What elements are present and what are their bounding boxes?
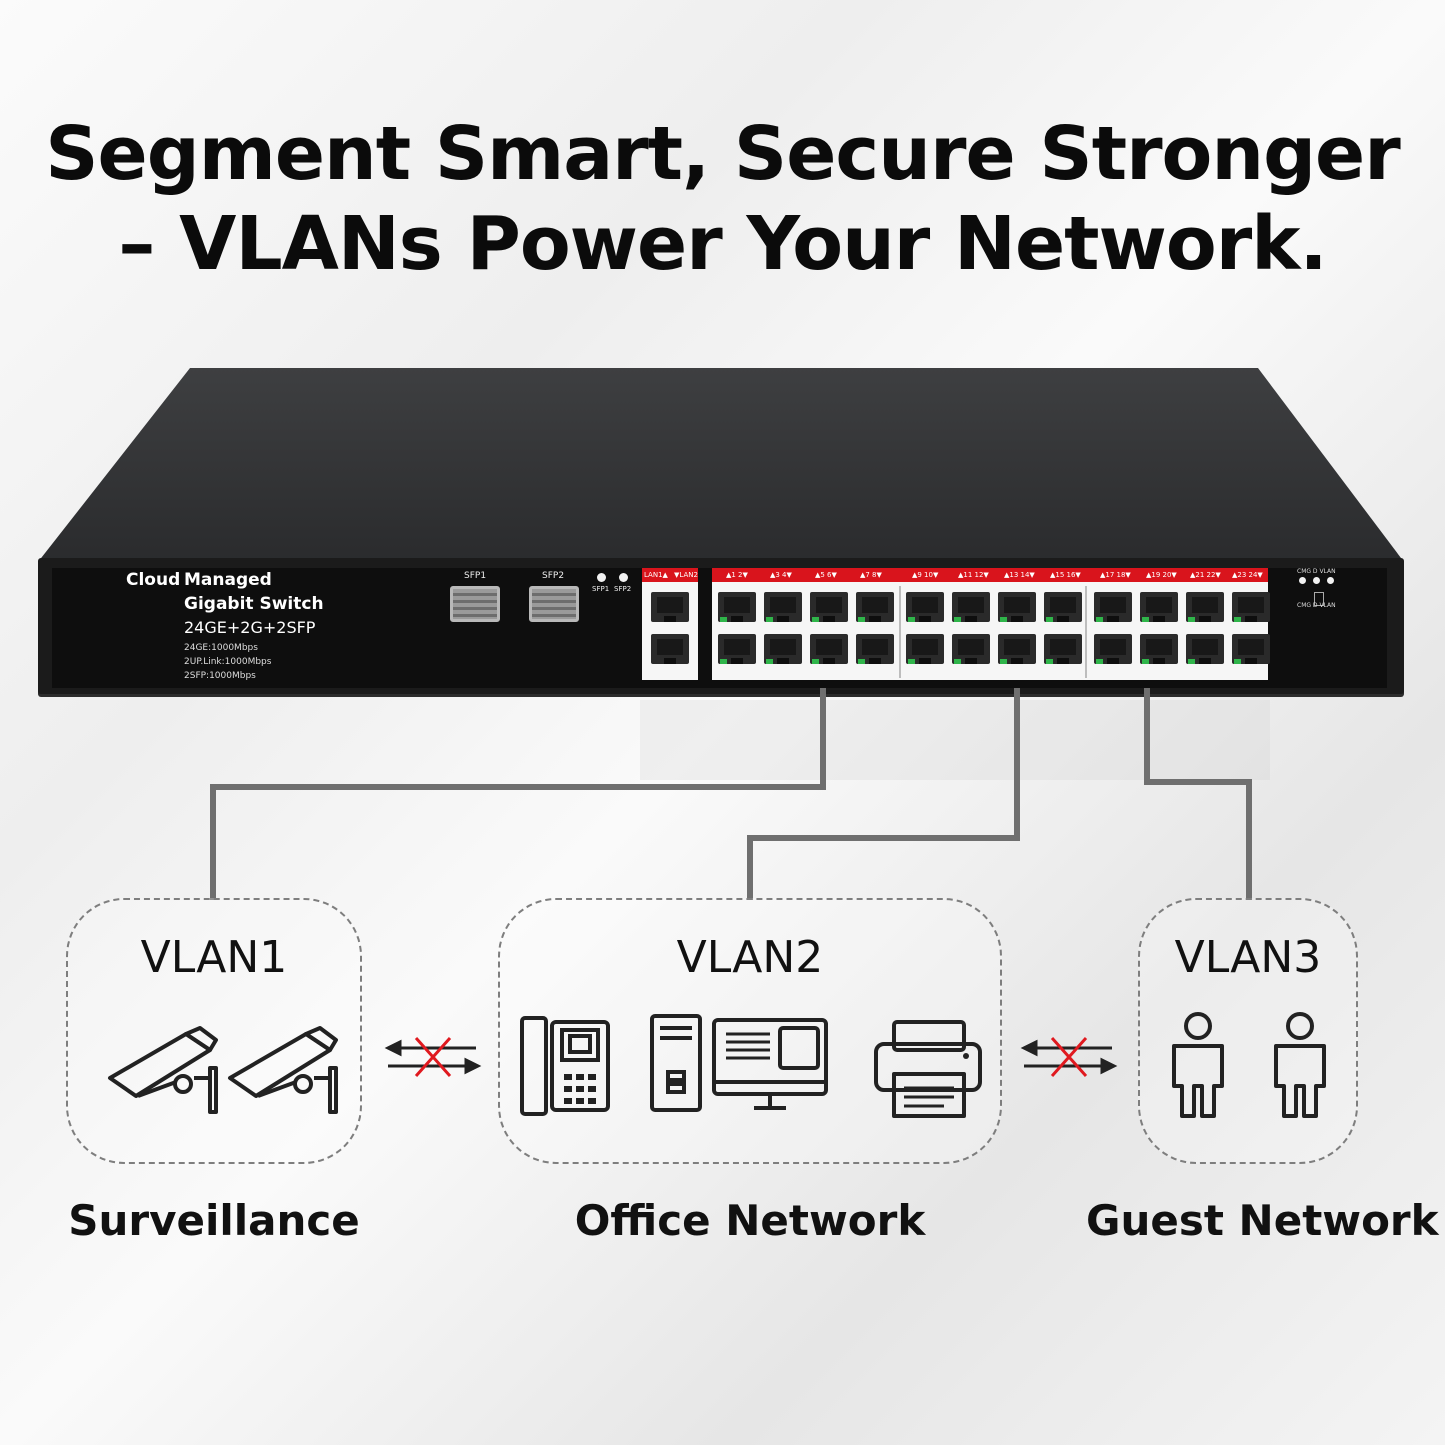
- port-link-led: [858, 617, 865, 622]
- lan2-label: ▼LAN2: [674, 571, 698, 579]
- spec-line-3: 2SFP:1000Mbps: [184, 671, 256, 681]
- blocked-traffic-icon: [1020, 1036, 1118, 1078]
- port-link-led: [1096, 659, 1103, 664]
- status-led-labels-top: CMG D VLAN: [1297, 568, 1336, 575]
- headline-line-1: Segment Smart, Secure Stronger: [45, 111, 1400, 197]
- sfp2-label: SFP2: [542, 571, 565, 581]
- ethernet-port-8[interactable]: [856, 634, 894, 664]
- vlan3-group: [1138, 898, 1358, 1164]
- switch-faceplate: Cloud Managed Gigabit Switch 24GE+2G+2SF…: [52, 568, 1387, 688]
- security-camera-icon: [108, 1026, 218, 1114]
- spec-line-1: 24GE:1000Mbps: [184, 643, 258, 653]
- sfp2-led: [619, 573, 628, 582]
- vlan-led: [1327, 577, 1334, 584]
- ethernet-port-4[interactable]: [764, 634, 802, 664]
- brand-gigabit-switch: Gigabit Switch: [184, 594, 324, 614]
- port-link-led: [812, 659, 819, 664]
- printer-icon: [874, 1020, 982, 1118]
- port-group-label: ▲21 22▼: [1190, 571, 1221, 579]
- blocked-traffic-icon: [384, 1036, 482, 1078]
- switch-front-panel: Cloud Managed Gigabit Switch 24GE+2G+2SF…: [38, 558, 1404, 694]
- vlan2-caption: Office Network: [574, 1196, 926, 1245]
- port-group-label: ▲5 6▼: [815, 571, 837, 579]
- port-link-led: [720, 617, 727, 622]
- port-link-led: [1046, 659, 1053, 664]
- port-group-label: ▲3 4▼: [770, 571, 792, 579]
- ethernet-port-24[interactable]: [1232, 634, 1270, 664]
- port-group-divider: [1085, 586, 1087, 678]
- port-group-label: ▲15 16▼: [1050, 571, 1081, 579]
- vlan1-label: VLAN1: [140, 932, 288, 983]
- port-group-divider: [899, 586, 901, 678]
- port-group-label: ▲1 2▼: [726, 571, 748, 579]
- port-link-led: [1234, 659, 1241, 664]
- sfp1-label: SFP1: [464, 571, 487, 581]
- ethernet-port-20[interactable]: [1140, 634, 1178, 664]
- sfp2-led-label: SFP2: [614, 585, 632, 593]
- port-link-led: [766, 617, 773, 622]
- port-group-label: ▲11 12▼: [958, 571, 989, 579]
- person-icon: [1172, 1012, 1224, 1118]
- headline-line-2: – VLANs Power Your Network.: [118, 201, 1327, 287]
- port-link-led: [1000, 659, 1007, 664]
- spec-line-2: 2UP.Link:1000Mbps: [184, 657, 272, 667]
- lan1-label: LAN1▲: [644, 571, 668, 579]
- port-group-label: ▲19 20▼: [1146, 571, 1177, 579]
- brand-cloud: Cloud: [126, 570, 181, 590]
- port-group-label: ▲9 10▼: [912, 571, 939, 579]
- desk-phone-icon: [520, 1016, 610, 1116]
- model-number: 24GE+2G+2SFP: [184, 618, 316, 637]
- port-link-led: [1096, 617, 1103, 622]
- sfp1-port[interactable]: [450, 586, 500, 622]
- sfp2-port[interactable]: [529, 586, 579, 622]
- port-link-led: [858, 659, 865, 664]
- port-link-led: [720, 659, 727, 664]
- vlan2-label: VLAN2: [676, 932, 824, 983]
- ethernet-port-16[interactable]: [1044, 634, 1082, 664]
- port-link-led: [1188, 659, 1195, 664]
- port-link-led: [812, 617, 819, 622]
- sfp1-led: [597, 573, 606, 582]
- ethernet-port-3[interactable]: [764, 592, 802, 622]
- mode-dip-switch[interactable]: [1314, 592, 1324, 606]
- sfp1-led-label: SFP1: [592, 585, 610, 593]
- port-group-label: ▲7 8▼: [860, 571, 882, 579]
- vlan3-caption: Guest Network: [1086, 1196, 1439, 1245]
- brand-managed: Managed: [184, 570, 272, 590]
- vlan1-caption: Surveillance: [68, 1196, 360, 1245]
- port-link-led: [1234, 617, 1241, 622]
- port-link-led: [766, 659, 773, 664]
- ethernet-port-22[interactable]: [1186, 634, 1224, 664]
- ethernet-port-9[interactable]: [906, 592, 944, 622]
- vlan3-label: VLAN3: [1174, 932, 1322, 983]
- port-link-led: [908, 659, 915, 664]
- d-led: [1313, 577, 1320, 584]
- uplink-port-lan2[interactable]: [651, 634, 689, 664]
- uplink-label-strip: LAN1▲ ▼LAN2: [642, 568, 698, 582]
- security-camera-icon: [228, 1026, 338, 1114]
- port-group-label: ▲13 14▼: [1004, 571, 1035, 579]
- port-link-led: [908, 617, 915, 622]
- desktop-computer-icon: [650, 1014, 828, 1112]
- person-icon: [1274, 1012, 1326, 1118]
- port-link-led: [1000, 617, 1007, 622]
- port-link-led: [954, 617, 961, 622]
- port-link-led: [954, 659, 961, 664]
- uplink-port-lan1[interactable]: [651, 592, 689, 622]
- port-link-led: [1046, 617, 1053, 622]
- port-link-led: [1188, 617, 1195, 622]
- port-label-strip: ▲1 2▼ ▲3 4▼ ▲5 6▼ ▲7 8▼ ▲9 10▼ ▲11 12▼ ▲…: [712, 568, 1268, 582]
- status-led-labels-bottom: CMG D VLAN: [1297, 602, 1336, 609]
- ethernet-port-10[interactable]: [906, 634, 944, 664]
- port-link-led: [1142, 617, 1149, 622]
- port-group-label: ▲17 18▼: [1100, 571, 1131, 579]
- cmg-led: [1299, 577, 1306, 584]
- port-link-led: [1142, 659, 1149, 664]
- port-group-label: ▲23 24▼: [1232, 571, 1263, 579]
